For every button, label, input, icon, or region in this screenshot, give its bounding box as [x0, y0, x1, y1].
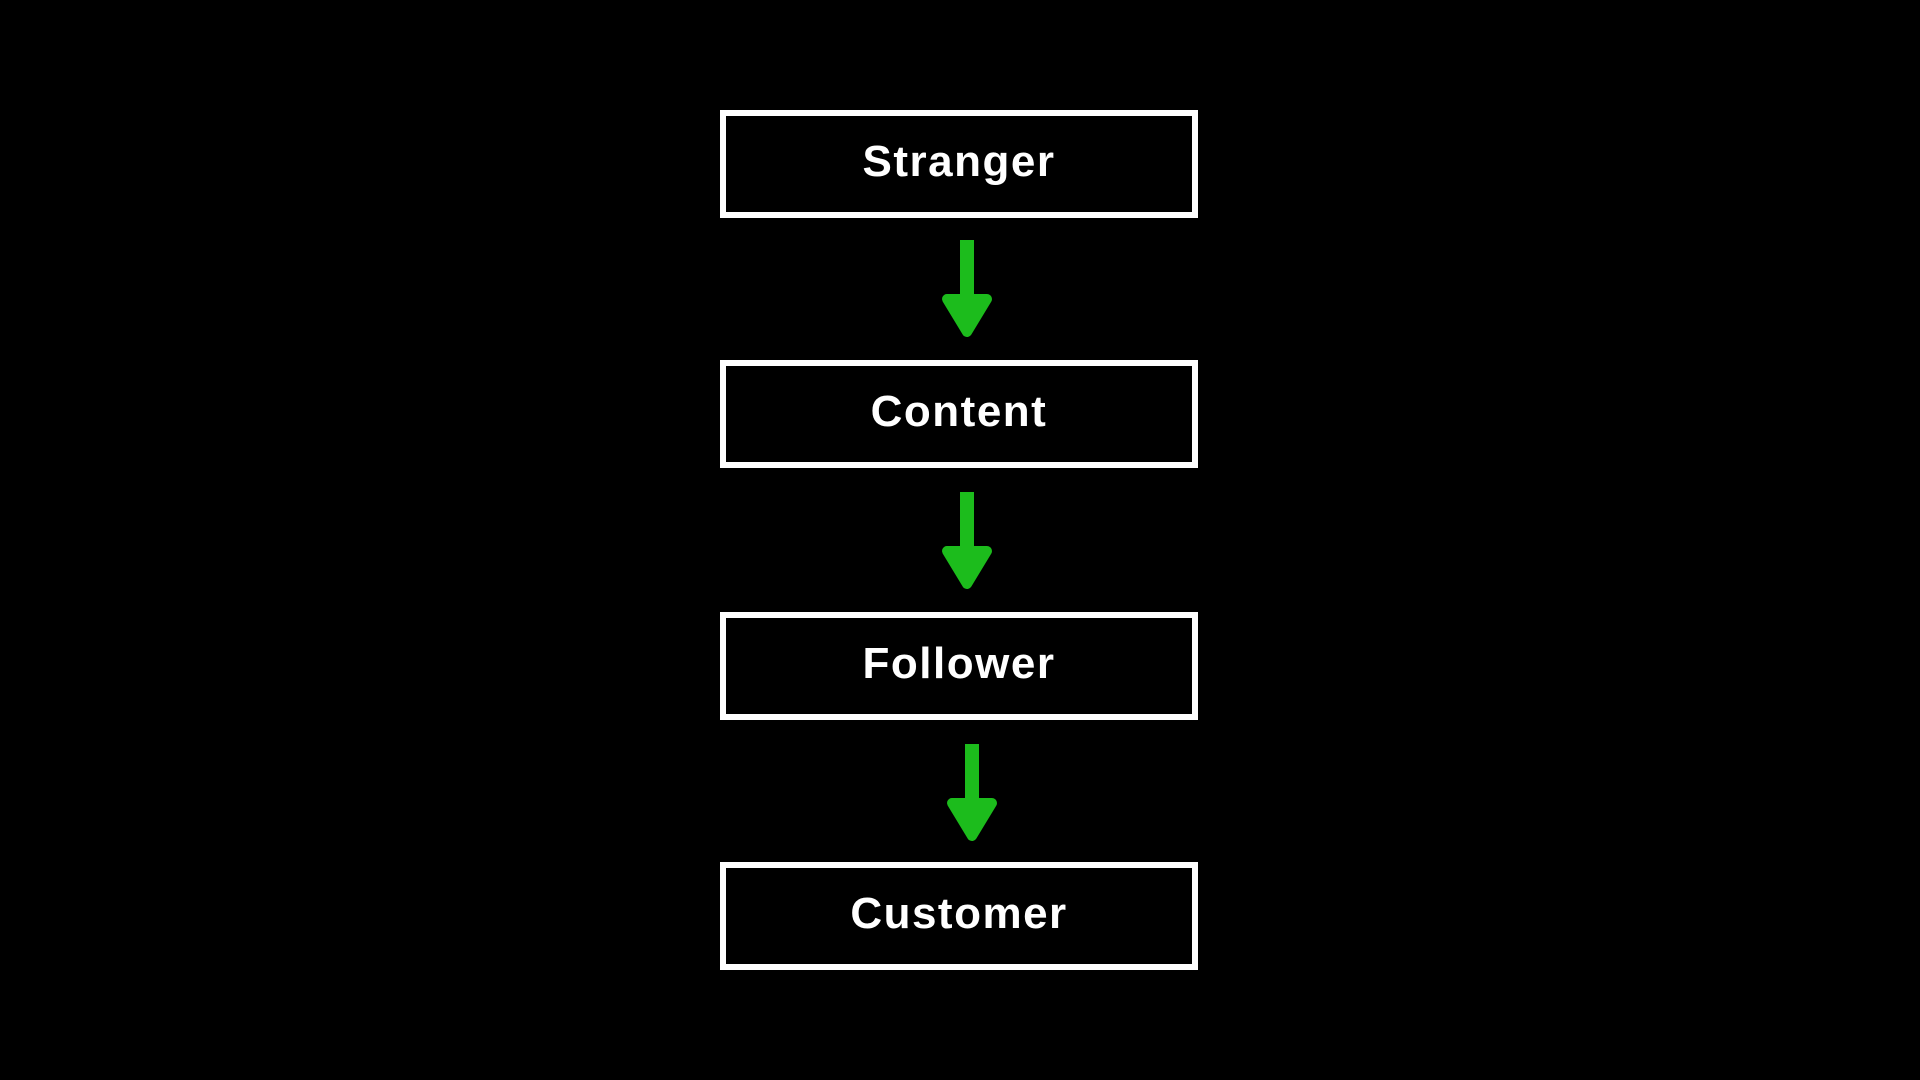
- flow-step-label: Content: [870, 387, 1048, 436]
- flow-step-label: Follower: [862, 639, 1056, 688]
- down-arrow-icon: [942, 240, 992, 337]
- flow-step-label: Stranger: [862, 137, 1056, 186]
- flow-step-label: Customer: [850, 889, 1068, 938]
- down-arrow-icon: [947, 744, 997, 841]
- flow-step-follower: Follower: [720, 612, 1198, 720]
- flow-step-content: Content: [720, 360, 1198, 468]
- down-arrow-icon: [942, 492, 992, 589]
- flow-step-customer: Customer: [720, 862, 1198, 970]
- flow-step-stranger: Stranger: [720, 110, 1198, 218]
